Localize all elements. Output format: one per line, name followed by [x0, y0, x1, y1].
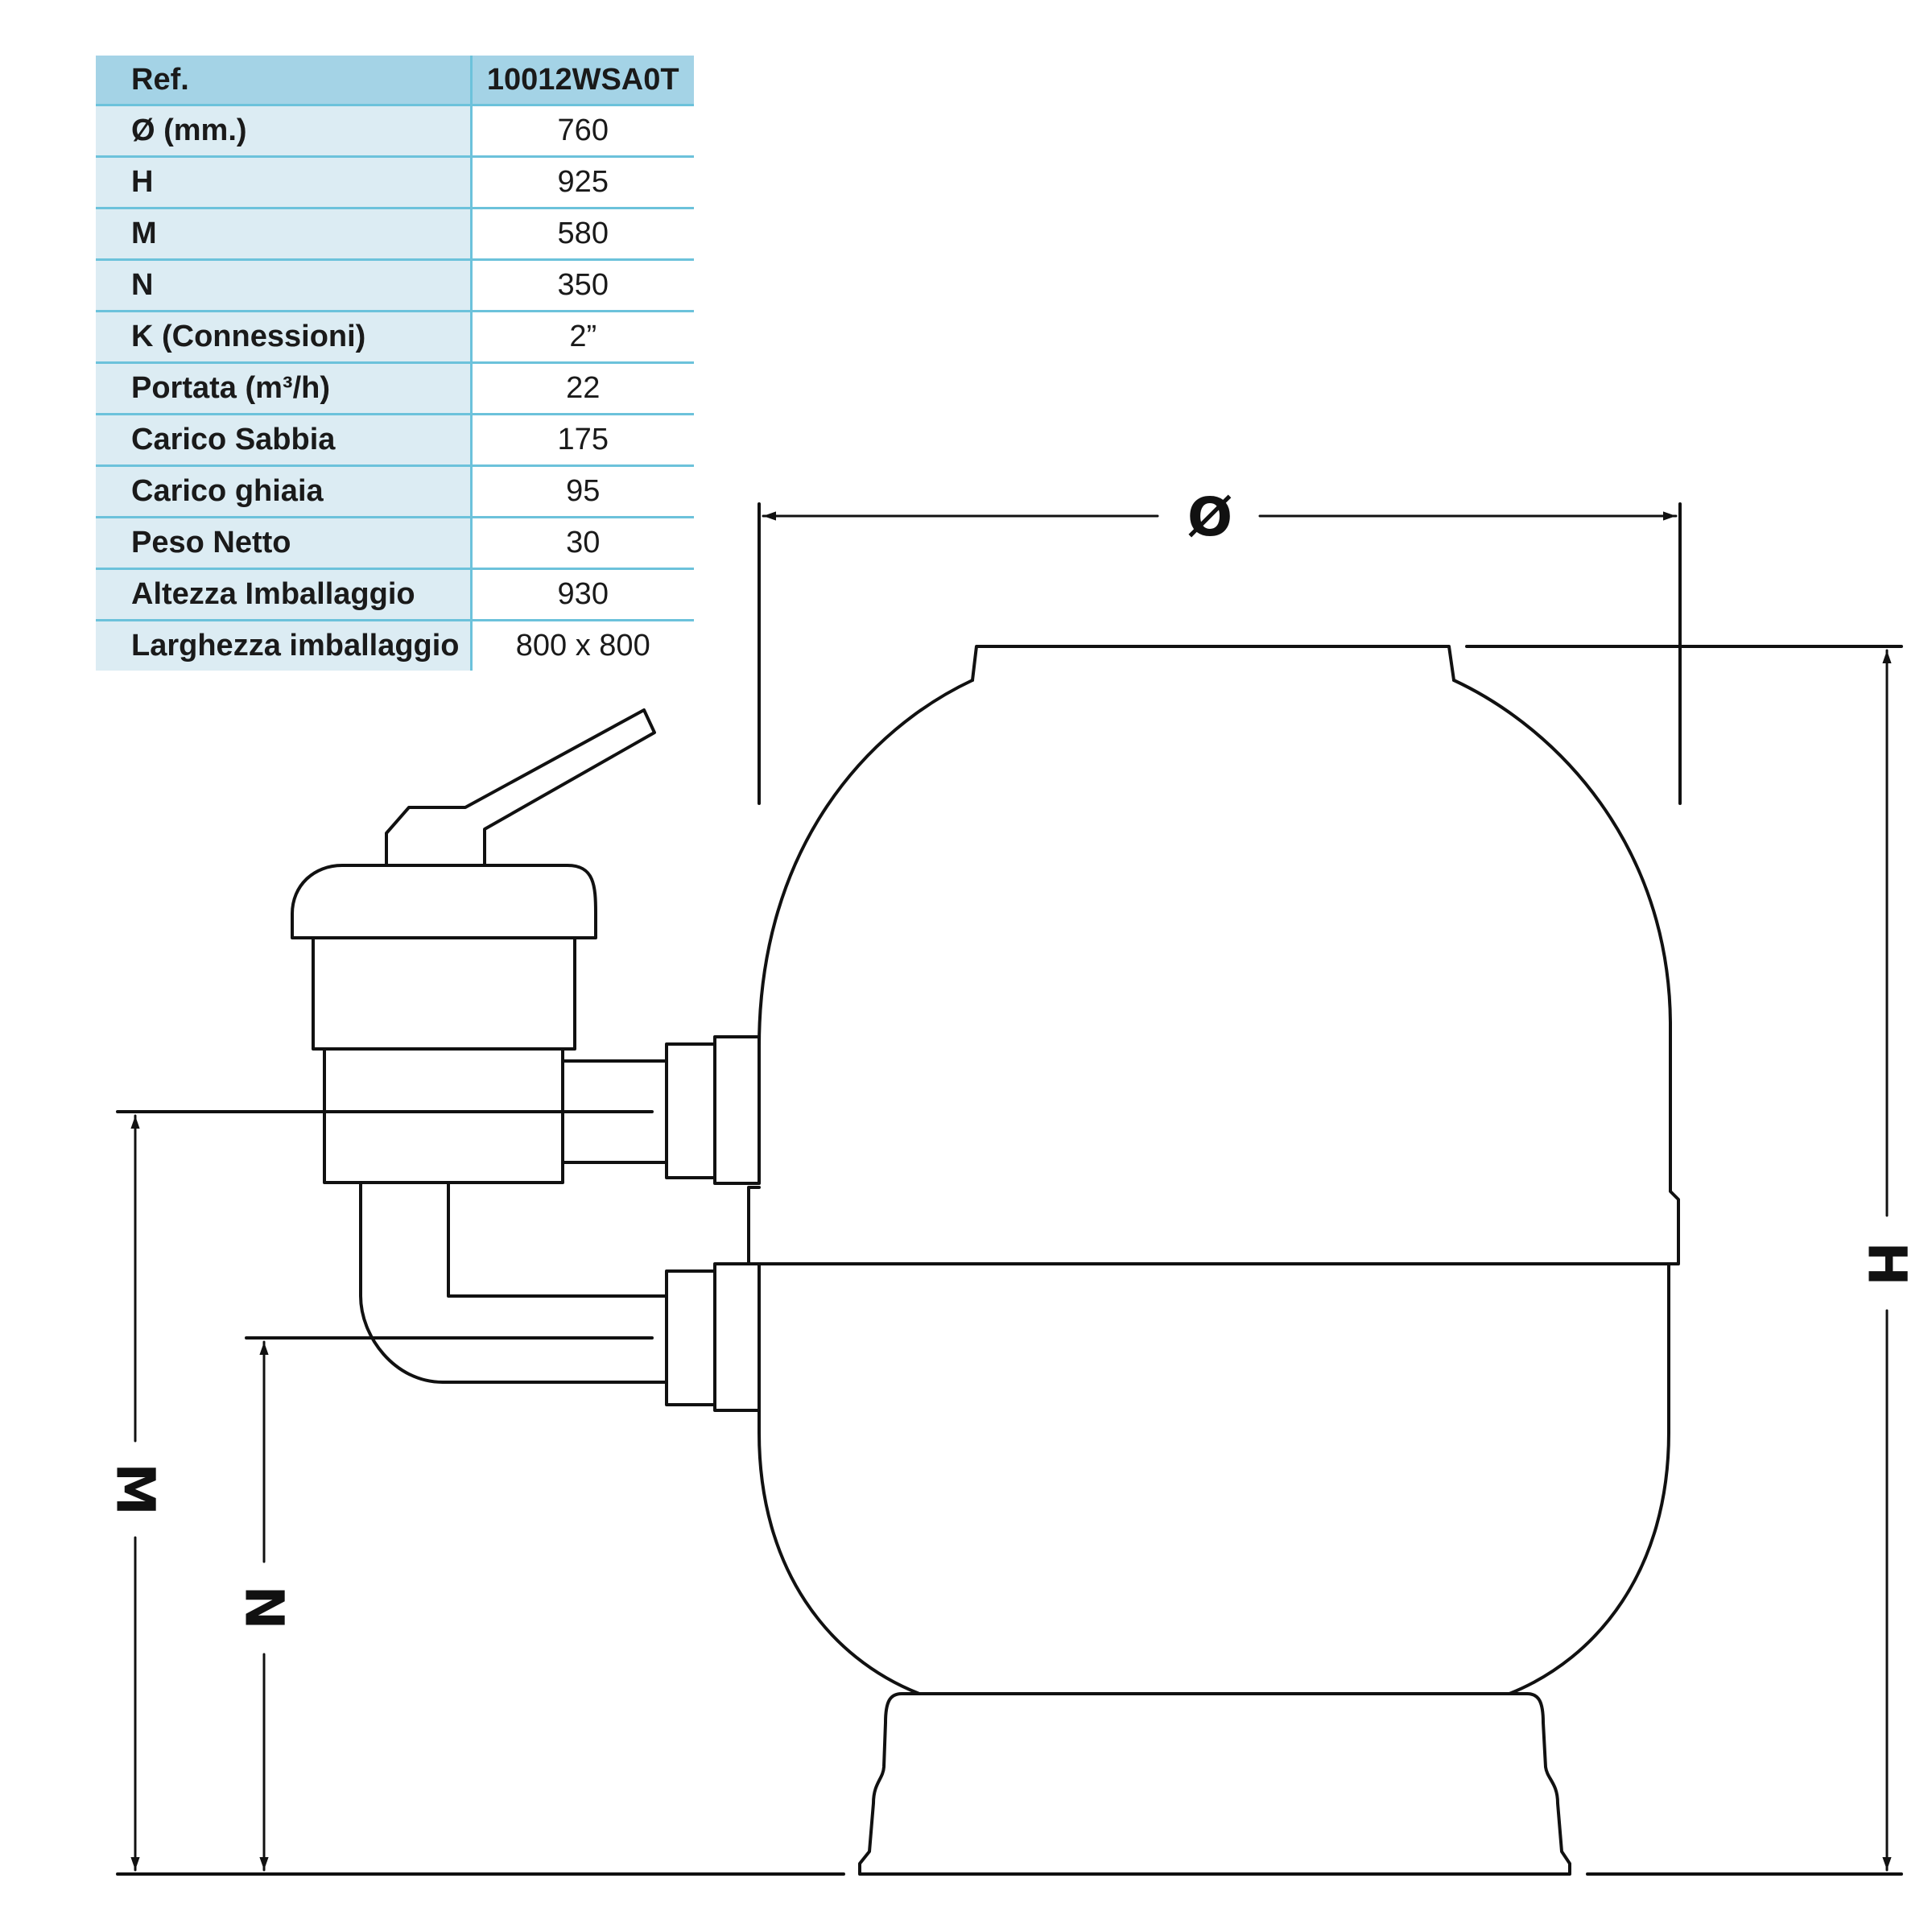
table-row: K (Connessioni) 2”	[96, 311, 694, 364]
row-label: N	[96, 259, 473, 312]
valve-body-lower	[323, 1047, 564, 1184]
filter-tank	[747, 645, 1680, 1876]
table-row: Portata (m³/h) 22	[96, 362, 694, 415]
valve-upper-pipe	[561, 1059, 668, 1164]
diameter-label: Ø	[1187, 486, 1232, 548]
table-row: Carico ghiaia 95	[96, 465, 694, 518]
n-label: N	[233, 1585, 295, 1629]
height-dimension: H	[1465, 645, 1918, 1872]
row-value: 30	[471, 517, 694, 570]
tank-lower-shell	[758, 1262, 1670, 1695]
spec-table: Ref. 10012WSA0T Ø (mm.) 760 H 925 M 580 …	[96, 56, 694, 671]
header-label: Ref.	[96, 56, 473, 106]
diameter-dimension: Ø	[758, 486, 1682, 805]
valve-cap	[291, 864, 597, 939]
row-value: 2”	[471, 311, 694, 364]
row-value: 22	[471, 362, 694, 415]
n-dimension: N	[233, 1336, 654, 1872]
header-value: 10012WSA0T	[471, 56, 694, 106]
row-value: 580	[471, 208, 694, 261]
m-label: M	[105, 1463, 167, 1516]
row-value: 800 x 800	[471, 620, 694, 671]
row-label: Larghezza imballaggio	[96, 620, 473, 671]
table-row: N 350	[96, 259, 694, 312]
m-dimension: M	[105, 1110, 654, 1872]
row-label: Carico ghiaia	[96, 465, 473, 518]
multiport-valve	[291, 708, 668, 1384]
row-label: M	[96, 208, 473, 261]
row-label: K (Connessioni)	[96, 311, 473, 364]
row-label: Carico Sabbia	[96, 414, 473, 467]
table-row: Carico Sabbia 175	[96, 414, 694, 467]
tank-connections	[665, 1035, 761, 1412]
valve-handle	[385, 708, 656, 867]
table-row: Altezza Imballaggio 930	[96, 568, 694, 621]
valve-body-upper	[312, 936, 576, 1051]
row-value: 760	[471, 105, 694, 158]
tank-left-band	[747, 1186, 761, 1265]
tank-base	[858, 1692, 1571, 1876]
row-label: Ø (mm.)	[96, 105, 473, 158]
table-row: Peso Netto 30	[96, 517, 694, 570]
row-label: Altezza Imballaggio	[96, 568, 473, 621]
tank-upper-shell	[758, 679, 1680, 1265]
table-row: Ø (mm.) 760	[96, 105, 694, 158]
table-row: M 580	[96, 208, 694, 261]
row-label: Portata (m³/h)	[96, 362, 473, 415]
height-label: H	[1856, 1241, 1918, 1286]
row-value: 175	[471, 414, 694, 467]
row-value: 930	[471, 568, 694, 621]
table-row: Larghezza imballaggio 800 x 800	[96, 620, 694, 671]
row-value: 350	[471, 259, 694, 312]
table-header-row: Ref. 10012WSA0T	[96, 56, 694, 106]
row-value: 925	[471, 156, 694, 209]
valve-lower-pipes	[359, 1181, 668, 1384]
row-value: 95	[471, 465, 694, 518]
table-row: H 925	[96, 156, 694, 209]
row-label: Peso Netto	[96, 517, 473, 570]
tank-lid	[971, 645, 1455, 682]
row-label: H	[96, 156, 473, 209]
